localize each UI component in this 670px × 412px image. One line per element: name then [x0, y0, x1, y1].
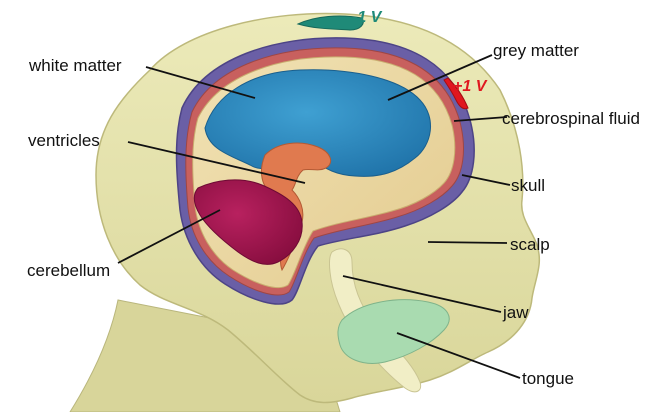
leader-line-scalp [428, 242, 507, 243]
label-white-matter: white matter [29, 57, 122, 74]
label-grey-matter: grey matter [493, 42, 579, 59]
label-tongue: tongue [522, 370, 574, 387]
label-jaw: jaw [503, 304, 529, 321]
label-cerebrospinal-fluid: cerebrospinal fluid [502, 110, 640, 127]
cathode-voltage-label: -1 V [352, 10, 381, 26]
label-skull: skull [511, 177, 545, 194]
label-scalp: scalp [510, 236, 550, 253]
label-ventricles: ventricles [28, 132, 100, 149]
label-cerebellum: cerebellum [27, 262, 110, 279]
anode-voltage-label: +1 V [453, 79, 486, 95]
